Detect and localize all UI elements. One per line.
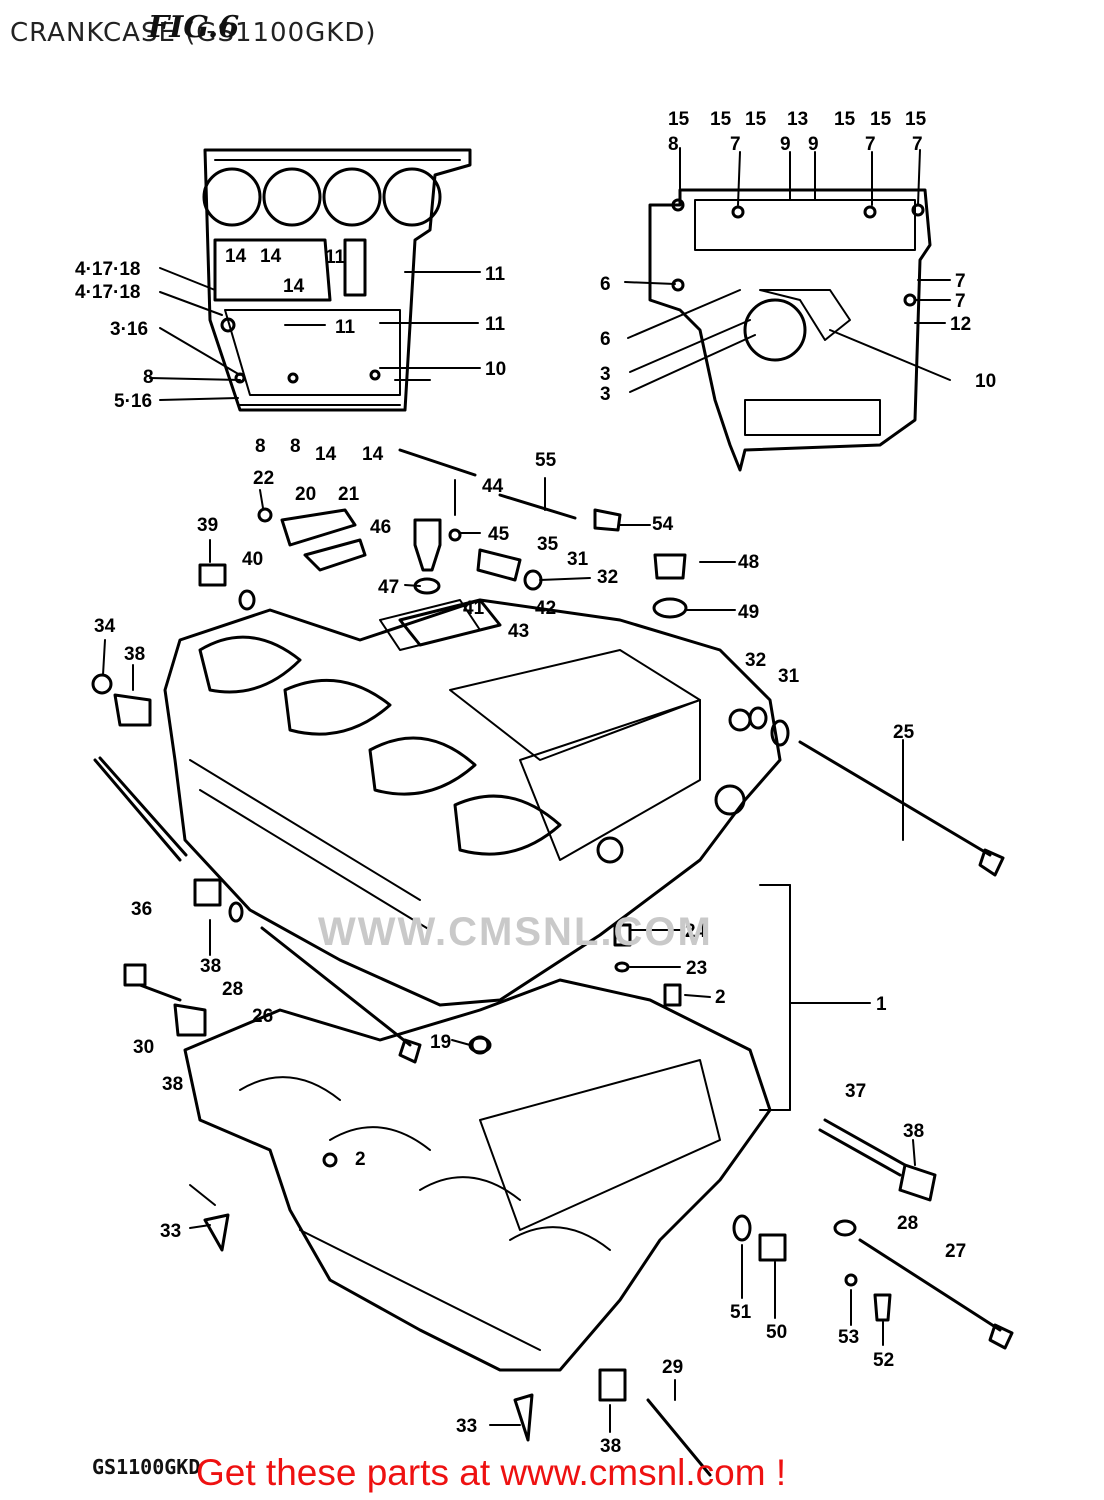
callout-top-left-16: 10 (485, 359, 506, 380)
lower-crankcase-bottom-view (648, 188, 932, 472)
callout-top-left-6: 8 (290, 436, 301, 457)
callout-top-right-16: 3 (600, 384, 611, 405)
callout-top-right-8: 7 (730, 134, 741, 155)
callout-main-47: 38 (600, 1436, 621, 1457)
callout-top-right-13: 6 (600, 274, 611, 295)
top-right-leaders (624, 147, 951, 393)
top-left-leaders (149, 267, 481, 401)
callout-main-33: 19 (430, 1032, 451, 1053)
callout-top-right-11: 7 (865, 134, 876, 155)
callout-top-right-19: 12 (950, 314, 971, 335)
callout-top-right-4: 15 (834, 109, 856, 130)
callout-top-left-10: 14 (260, 246, 282, 267)
callout-main-41: 51 (730, 1302, 752, 1323)
callout-main-6: 39 (197, 515, 218, 536)
callout-main-7: 46 (370, 517, 391, 538)
watermark: WWW.CMSNL.COM (318, 910, 713, 954)
callout-main-35: 2 (355, 1149, 366, 1170)
callout-main-36: 37 (845, 1081, 866, 1102)
callout-top-left-11: 14 (283, 276, 305, 297)
callout-main-17: 49 (738, 602, 759, 623)
callout-top-left-12: 11 (325, 247, 346, 268)
callout-top-left-14: 11 (335, 317, 356, 338)
callout-main-5: 54 (652, 514, 674, 535)
callout-main-25: 38 (200, 956, 221, 977)
callout-main-8: 45 (488, 524, 510, 545)
callout-top-left-1: 4·17·18 (75, 282, 141, 303)
callout-top-right-12: 7 (912, 134, 923, 155)
callout-main-27: 24 (685, 921, 707, 942)
callout-main-9: 35 (537, 534, 559, 555)
callout-top-right-10: 9 (808, 134, 819, 155)
callout-main-34: 38 (162, 1074, 183, 1095)
callout-top-left-2: 3·16 (110, 319, 148, 340)
callout-top-right-3: 13 (787, 109, 808, 130)
callout-top-right-6: 15 (905, 109, 927, 130)
callout-main-11: 40 (242, 549, 263, 570)
figure-label: FIG.6 (148, 10, 240, 45)
callout-top-right-20: 10 (975, 371, 996, 392)
callout-main-4: 21 (338, 484, 360, 505)
callout-top-left-7: 14 (315, 444, 337, 465)
callout-main-15: 41 (463, 598, 485, 619)
callout-main-23: 25 (893, 722, 915, 743)
callout-main-45: 29 (662, 1357, 683, 1378)
callout-top-left-8: 14 (362, 444, 384, 465)
callout-top-right-1: 15 (710, 109, 732, 130)
callout-main-2: 22 (253, 468, 274, 489)
model-code-label: GS1100GKD (92, 1455, 201, 1479)
callout-top-right-18: 7 (955, 291, 966, 312)
page-title: CRANKCASE (GS1100GKD) (10, 18, 377, 48)
callout-top-left-5: 8 (255, 436, 266, 457)
callout-main-14: 32 (597, 567, 618, 588)
callout-top-right-9: 9 (780, 134, 791, 155)
callout-main-42: 50 (766, 1322, 787, 1343)
callout-main-40: 27 (945, 1241, 966, 1262)
callout-main-44: 52 (873, 1350, 894, 1371)
callout-main-46: 33 (456, 1416, 477, 1437)
callout-main-0: 55 (535, 450, 557, 471)
callout-main-30: 1 (876, 994, 887, 1015)
callout-top-left-15: 11 (485, 314, 506, 335)
callout-top-right-2: 15 (745, 109, 767, 130)
callout-main-13: 47 (378, 577, 399, 598)
callout-main-16: 42 (535, 598, 556, 619)
callout-top-right-7: 8 (668, 134, 679, 155)
callout-top-left-9: 14 (225, 246, 247, 267)
callout-main-20: 38 (124, 644, 145, 665)
callout-main-43: 53 (838, 1327, 859, 1348)
callout-main-31: 26 (252, 1006, 273, 1027)
callout-top-right-0: 15 (668, 109, 690, 130)
callout-top-right-17: 7 (955, 271, 966, 292)
callout-main-32: 30 (133, 1037, 154, 1058)
callout-main-18: 43 (508, 621, 529, 642)
callout-top-right-14: 6 (600, 329, 611, 350)
promo-link[interactable]: Get these parts at www.cmsnl.com ! (196, 1452, 787, 1493)
callout-main-10: 31 (567, 549, 589, 570)
callout-top-left-13: 11 (485, 264, 506, 285)
callout-main-28: 23 (686, 958, 707, 979)
callout-main-22: 31 (778, 666, 800, 687)
callout-main-12: 48 (738, 552, 759, 573)
callout-main-39: 33 (160, 1221, 181, 1242)
callout-main-24: 36 (131, 899, 152, 920)
callout-main-29: 2 (715, 987, 726, 1008)
callout-main-26: 28 (222, 979, 243, 1000)
main-leaders (102, 477, 916, 1433)
callout-top-right-5: 15 (870, 109, 892, 130)
callout-top-left-3: 8 (143, 367, 154, 388)
callout-main-37: 38 (903, 1121, 924, 1142)
callout-main-1: 44 (482, 476, 504, 497)
callout-top-left-0: 4·17·18 (75, 259, 141, 280)
callout-main-21: 32 (745, 650, 766, 671)
callout-main-3: 20 (295, 484, 316, 505)
upper-crankcase-top-view (202, 148, 472, 412)
loose-parts (91, 448, 1014, 1477)
callout-top-right-15: 3 (600, 364, 611, 385)
callout-top-left-4: 5·16 (114, 391, 152, 412)
callout-main-19: 34 (94, 616, 116, 637)
callout-main-38: 28 (897, 1213, 918, 1234)
